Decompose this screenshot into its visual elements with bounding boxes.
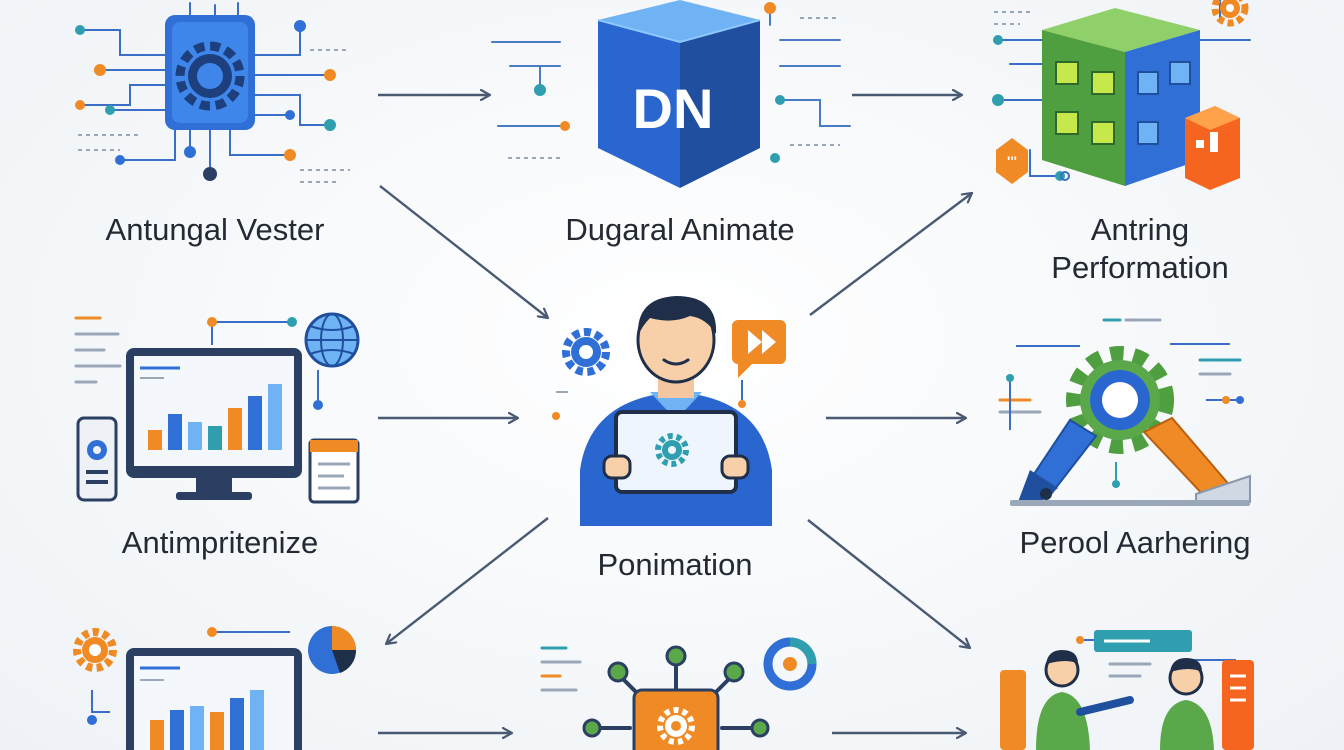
fast-forward-chat-icon: [732, 320, 786, 378]
gear-icon: [562, 328, 610, 376]
arrow-top-left-to-center: [379, 185, 548, 318]
arrow-center-to-bottom-right: [807, 519, 970, 648]
donut-icon: [763, 637, 817, 691]
svg-text:''': ''': [1007, 153, 1017, 169]
cube-label: DN: [633, 77, 714, 140]
globe-icon: [304, 312, 360, 368]
node-label-mid-left: Antimpritenize: [121, 525, 319, 560]
node-label-top-right-line1: Antring: [1090, 212, 1190, 247]
node-label-top-right-line2: Performation: [1051, 250, 1229, 285]
node-label-mid-right: Perool Aarhering: [1019, 525, 1251, 560]
arrows: [378, 95, 972, 733]
chip-icon: [75, 2, 350, 183]
node-label-top-center: Dugaral Animate: [565, 212, 795, 247]
person-tablet-icon: [552, 296, 786, 526]
block-cube-icon: ''': [992, 0, 1251, 190]
arrow-center-to-bottom-left: [386, 517, 549, 644]
team-meeting-icon: [1000, 630, 1254, 750]
node-label-top-left: Antungal Vester: [105, 212, 325, 247]
cube-icon: DN: [491, 0, 851, 188]
arrow-center-to-top-right: [809, 193, 972, 316]
node-label-center: Ponimation: [597, 547, 753, 582]
monitor-pie-icon: [73, 626, 357, 750]
network-chip-icon: [540, 637, 817, 750]
robot-arm-gear-icon: [998, 318, 1251, 506]
pie-chart-icon: [308, 626, 357, 674]
monitor-dashboard-icon: [74, 312, 360, 504]
